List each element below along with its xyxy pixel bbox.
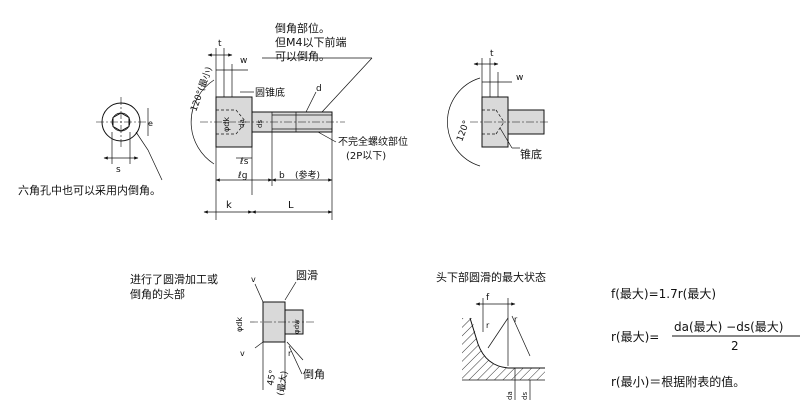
cone-bottom-right-label: 锥底 xyxy=(520,147,542,161)
r-formula-lhs: r(最大)= xyxy=(611,330,659,344)
ds-label-fillet: ds xyxy=(521,392,529,400)
head-detail-view: φdk φdw v v r 45° (最大) xyxy=(235,275,314,397)
head-note-line1: 进行了圆滑加工或 xyxy=(130,273,218,286)
incomplete-thread-line1: 不完全螺纹部位 xyxy=(338,135,408,148)
partial-side-view: 120° t w xyxy=(447,49,550,167)
chamfer-label: 倒角 xyxy=(303,368,325,381)
b-label: b xyxy=(279,171,285,181)
formula-block: f(最大)=1.7r(最大) r(最大)= da(最大) −ds(最大) 2 r… xyxy=(611,287,800,389)
t-label-main: t xyxy=(218,39,222,49)
r-label-detail: r xyxy=(288,349,292,358)
s-label: s xyxy=(116,165,121,175)
head-note-line2: 倒角的头部 xyxy=(130,287,185,301)
end-view: e s xyxy=(96,97,163,181)
r-label-fillet-a: r xyxy=(486,321,490,330)
r-formula-numerator: da(最大) −ds(最大) xyxy=(674,320,783,334)
t-label-right: t xyxy=(490,49,494,59)
v-label-top: v xyxy=(251,275,256,284)
chamfer-note-line3: 可以倒角。 xyxy=(275,50,330,63)
chamfer-note-line2: 但M4以下前端 xyxy=(275,35,347,49)
round-label: 圆滑 xyxy=(296,269,318,282)
angle-label-right: 120° xyxy=(455,119,472,143)
f-formula: f(最大)=1.7r(最大) xyxy=(611,287,716,301)
da-label-fillet: da xyxy=(506,391,514,400)
angle45-label: 45° xyxy=(266,369,279,386)
dw-label-detail: φdw xyxy=(293,319,301,334)
incomplete-thread-line2: (2P以下) xyxy=(346,151,386,162)
chamfer-note-line1: 倒角部位。 xyxy=(275,21,330,35)
L-label: L xyxy=(288,200,294,211)
ls-label: ℓs xyxy=(239,157,249,167)
e-label: e xyxy=(148,119,153,128)
k-label: k xyxy=(226,200,232,211)
v-label-bottom: v xyxy=(240,349,245,358)
cone-bottom-label: 圆锥底 xyxy=(255,86,285,99)
da-label-main: da xyxy=(238,119,246,128)
fillet-detail-view: f r r da ds xyxy=(462,293,545,400)
angle-max-label: 120°(最小) xyxy=(188,65,214,113)
ds-label-main: ds xyxy=(256,120,264,128)
r-label-fillet-b: r xyxy=(514,315,518,324)
lg-label: ℓg xyxy=(237,171,247,181)
ref-label: (参考) xyxy=(295,169,320,181)
w-label-right: w xyxy=(516,73,523,83)
main-side-view: φdk da ds 120°(最小) t w 圆锥底 d ℓs ℓg xyxy=(188,39,373,220)
r-formula-denominator: 2 xyxy=(731,339,739,353)
hex-hole-note: 六角孔中也可以采用内倒角。 xyxy=(18,183,161,197)
d-label: d xyxy=(316,84,322,94)
f-label: f xyxy=(486,293,490,303)
r-min-formula: r(最小)＝根据附表的值。 xyxy=(611,374,745,389)
max-state-title: 头下部圆滑的最大状态 xyxy=(436,270,546,284)
dk-label: φdk xyxy=(222,117,231,132)
dk-label-detail: φdk xyxy=(235,317,244,332)
w-label-main: w xyxy=(240,56,247,66)
